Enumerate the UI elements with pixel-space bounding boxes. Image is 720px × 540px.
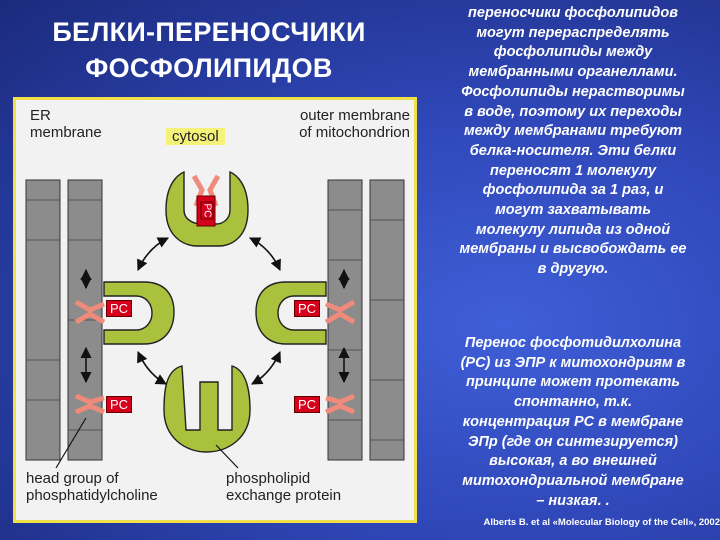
membrane-lipids xyxy=(75,393,355,415)
exchange-protein-right xyxy=(255,281,356,345)
description-paragraph-2: Перенос фосфотидилхолина (PC) из ЭПР к м… xyxy=(428,334,718,511)
exchange-line-2: exchange protein xyxy=(226,487,342,504)
pc-tag-right: PC xyxy=(294,300,321,317)
pc-tag-top: PC xyxy=(200,201,214,220)
slide-title: БЕЛКИ-ПЕРЕНОСЧИКИ ФОСФОЛИПИДОВ xyxy=(0,14,418,86)
pc-tag-bottom-right: PC xyxy=(294,396,321,413)
p2-line: спонтанно, т.к. xyxy=(513,394,633,411)
er-membrane-label: ER membrane xyxy=(30,107,102,141)
p1-line: могут перераспределять xyxy=(476,24,670,41)
p2-line: ЭПр (где он синтезируется) xyxy=(468,433,678,450)
description-paragraph-1: переносчики фосфолипидов могут перераспр… xyxy=(428,4,718,280)
label-pointers xyxy=(55,417,239,469)
outer-membrane-label: outer membrane of mitochondrion xyxy=(299,107,410,141)
p2-line: высокая, а во внешней xyxy=(489,453,657,470)
p1-line: фосфолипиды между xyxy=(493,44,653,61)
p2-line: митохондриальной мембране xyxy=(462,472,684,489)
p1-line: мембранными органеллами. xyxy=(468,64,678,81)
pc-tag-bottom-left: PC xyxy=(106,396,133,413)
p1-line: между мембранами требуют xyxy=(463,123,683,140)
p1-line: белка-носителя. Эти белки xyxy=(469,142,677,159)
p2-line: принципе может протекать xyxy=(466,374,680,391)
p1-line: переносят 1 молекулу xyxy=(489,162,657,179)
p1-line: в другую. xyxy=(537,261,609,278)
p1-line: в воде, поэтому их переходы xyxy=(464,103,682,120)
outer-label-line-1: outer membrane xyxy=(299,107,410,124)
p1-line: переносчики фосфолипидов xyxy=(468,5,678,21)
p2-line: Перенос фосфотидилхолина xyxy=(464,335,682,351)
head-group-label: head group of phosphatidylcholine xyxy=(26,470,158,504)
er-label-line-2: membrane xyxy=(30,124,102,141)
p2-line: концентрация PC в мембране xyxy=(462,413,684,430)
cytosol-label: cytosol xyxy=(166,128,225,145)
title-line-1: БЕЛКИ-ПЕРЕНОСЧИКИ xyxy=(52,17,366,47)
p1-line: мембраны и высвобождать ее xyxy=(459,241,687,258)
p1-line: Фосфолипиды нерастворимы xyxy=(461,83,685,100)
p1-line: могут захватывать xyxy=(495,202,651,219)
exchange-protein-left xyxy=(74,281,175,345)
er-label-line-1: ER xyxy=(30,107,51,124)
p2-line: (PC) из ЭПР к митохондриям в xyxy=(460,354,686,371)
p1-line: фосфолипида за 1 раз, и xyxy=(482,182,664,199)
diagram-drawing xyxy=(25,171,405,469)
pc-tag-left: PC xyxy=(106,300,133,317)
head-group-line-1: head group of xyxy=(26,470,119,487)
exchange-protein-label: phospholipid exchange protein xyxy=(226,470,341,504)
p1-line: молекулу липида из одной xyxy=(475,221,671,238)
outer-label-line-2: of mitochondrion xyxy=(299,124,410,141)
cycle-arrows xyxy=(80,237,350,385)
citation: Alberts B. et al «Molecular Biology of t… xyxy=(483,517,720,528)
head-group-line-2: phosphatidylcholine xyxy=(26,487,158,504)
title-line-2: ФОСФОЛИПИДОВ xyxy=(85,53,333,83)
p2-line: – низкая. . xyxy=(536,492,610,509)
er-membrane xyxy=(25,179,103,461)
exchange-line-1: phospholipid xyxy=(226,470,311,487)
exchange-protein-bottom xyxy=(163,365,251,453)
lipid-transfer-diagram: ER membrane cytosol outer membrane of mi… xyxy=(13,97,417,523)
mitochondrial-membrane xyxy=(327,179,405,461)
